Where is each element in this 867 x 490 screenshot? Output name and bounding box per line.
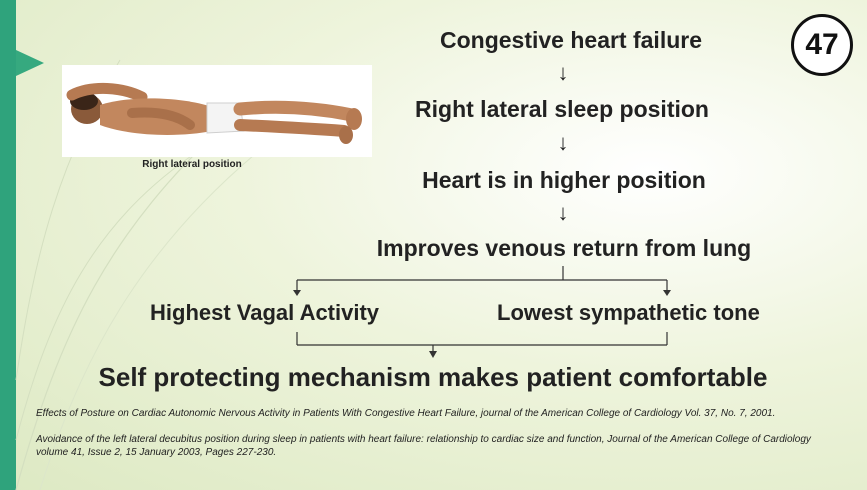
- conclusion: Self protecting mechanism makes patient …: [99, 362, 768, 393]
- reference-2: Avoidance of the left lateral decubitus …: [36, 433, 816, 459]
- reference-1: Effects of Posture on Cardiac Autonomic …: [36, 407, 816, 420]
- branch-right: Lowest sympathetic tone: [497, 300, 760, 326]
- branch-left: Highest Vagal Activity: [150, 300, 379, 326]
